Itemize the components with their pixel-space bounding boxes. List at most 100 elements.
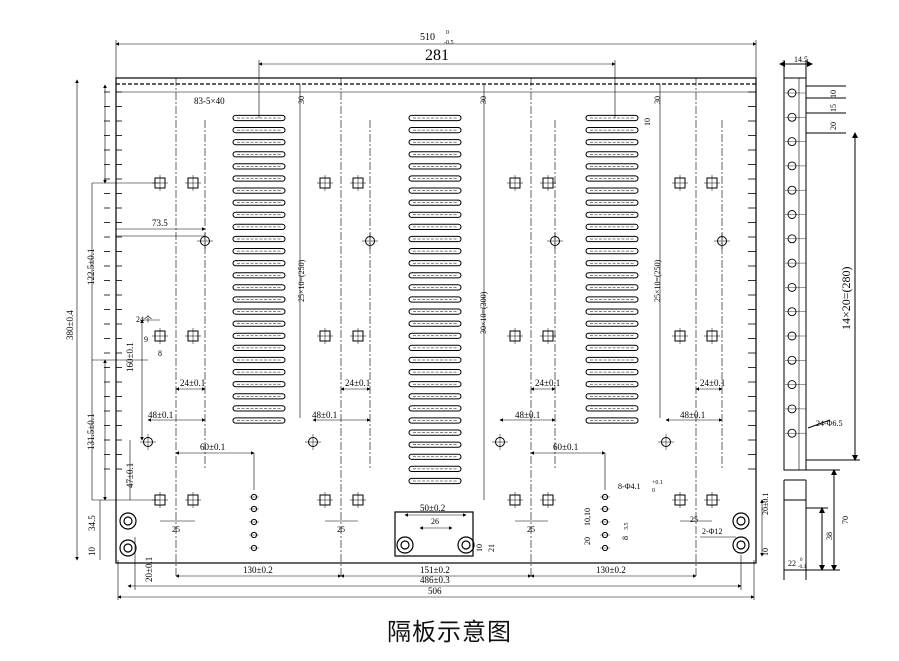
hole-8-tol-upper: +0.1 [652, 480, 663, 486]
side-pitch: 14×20=(280) [839, 266, 853, 330]
right-edge-marks [748, 91, 756, 470]
overall-width-label: 510 [420, 32, 435, 43]
slot [585, 417, 639, 424]
plate-outline [115, 77, 757, 564]
slot [232, 369, 286, 376]
slot [232, 332, 286, 339]
side-10: 10 [829, 90, 838, 98]
slot [408, 465, 462, 472]
dim-21: 21 [487, 544, 496, 552]
dim-8-35: 8 [621, 536, 630, 540]
dim-506: 506 [428, 586, 442, 596]
circle-holes [140, 233, 730, 450]
slot [585, 296, 639, 303]
dim-24-a: 24±0.1 [180, 378, 205, 388]
pitch-right: 25×10=(250) [653, 259, 662, 302]
dim-47: 47±0.1 [125, 463, 135, 488]
dim-122: 122.5±0.1 [86, 249, 96, 285]
dim-10-right: 10 [761, 548, 770, 556]
slot [408, 417, 462, 424]
slot [585, 332, 639, 339]
dim-10-10: 10,10 [583, 508, 592, 526]
slot [408, 405, 462, 412]
slot [232, 260, 286, 267]
slot [232, 308, 286, 315]
pitch-middle: 30×10=(300) [479, 291, 488, 334]
slot [408, 260, 462, 267]
dim-35: 3.5 [624, 523, 630, 531]
side-70: 70 [841, 516, 850, 524]
side-20: 20 [829, 122, 838, 130]
slot [408, 139, 462, 146]
pitch-left: 25×10=(250) [297, 259, 306, 302]
slot [232, 127, 286, 134]
hole-2-label: 2-Φ12 [702, 527, 723, 536]
dim-10-slot: 10 [643, 118, 652, 126]
slot [408, 211, 462, 218]
dim-130-b: 130±0.2 [596, 565, 626, 575]
slot [232, 187, 286, 194]
slot [232, 139, 286, 146]
slot-column-middle [408, 114, 462, 485]
side-22-tol-lower: -0.3 [798, 565, 806, 570]
slot [408, 453, 462, 460]
slot [232, 344, 286, 351]
slot [408, 381, 462, 388]
slot-label: 83-5×40 [194, 96, 225, 106]
overall-width-tol-upper: 0 [446, 30, 449, 36]
dim-20-mid: 20 [583, 537, 592, 545]
side-14-5: 14.5 [794, 55, 808, 64]
slot [408, 187, 462, 194]
dimension-lines [75, 40, 764, 600]
slot-column-left [232, 114, 286, 424]
slot [408, 393, 462, 400]
slot [232, 356, 286, 364]
slot [232, 320, 286, 327]
side-holes [785, 88, 806, 438]
dim-25-a: 25 [172, 525, 180, 534]
side-38: 38 [825, 532, 834, 540]
dim-10-left: 10 [87, 547, 97, 557]
side-15: 15 [829, 104, 838, 112]
slot [232, 272, 286, 279]
slot [585, 308, 639, 315]
side-profile [779, 60, 860, 580]
slot [408, 296, 462, 303]
dim-25-c: 25 [527, 525, 535, 534]
slot [585, 369, 639, 376]
slot [585, 284, 639, 291]
slot [585, 260, 639, 267]
slot [585, 393, 639, 400]
slot [232, 151, 286, 158]
dim-25-d: 25 [690, 515, 698, 524]
slot [232, 223, 286, 231]
dim-30-b: 30 [479, 96, 488, 104]
center-lines [175, 78, 723, 578]
slot [408, 163, 462, 170]
left-edge-marks [104, 91, 122, 470]
slot [408, 308, 462, 315]
slot [408, 114, 462, 122]
dim-height-total: 380±0.4 [65, 310, 75, 340]
dim-9: 9 [144, 335, 148, 344]
side-holes-label: 24-Φ6.5 [816, 419, 843, 428]
slot [408, 199, 462, 206]
slot [408, 235, 462, 243]
dim-25-b: 25 [337, 525, 345, 534]
slot [408, 223, 462, 231]
dim-130-a: 130±0.2 [243, 565, 273, 575]
slot [408, 320, 462, 327]
hole-8-label: 8-Φ4.1 [618, 482, 641, 491]
slot [585, 175, 639, 182]
slot [232, 296, 286, 303]
dim-24n: 24个 [136, 315, 152, 324]
slot [585, 344, 639, 351]
slot [232, 248, 286, 255]
slot [408, 272, 462, 279]
slot [408, 151, 462, 158]
dim-24-b: 24±0.1 [345, 378, 370, 388]
slot [585, 223, 639, 231]
slot [408, 344, 462, 351]
dim-48-a: 48±0.1 [148, 410, 173, 420]
partition-drawing: 510 0 -0.5 281 83-5×40 380±0.4 122.5±0.1… [65, 30, 860, 600]
